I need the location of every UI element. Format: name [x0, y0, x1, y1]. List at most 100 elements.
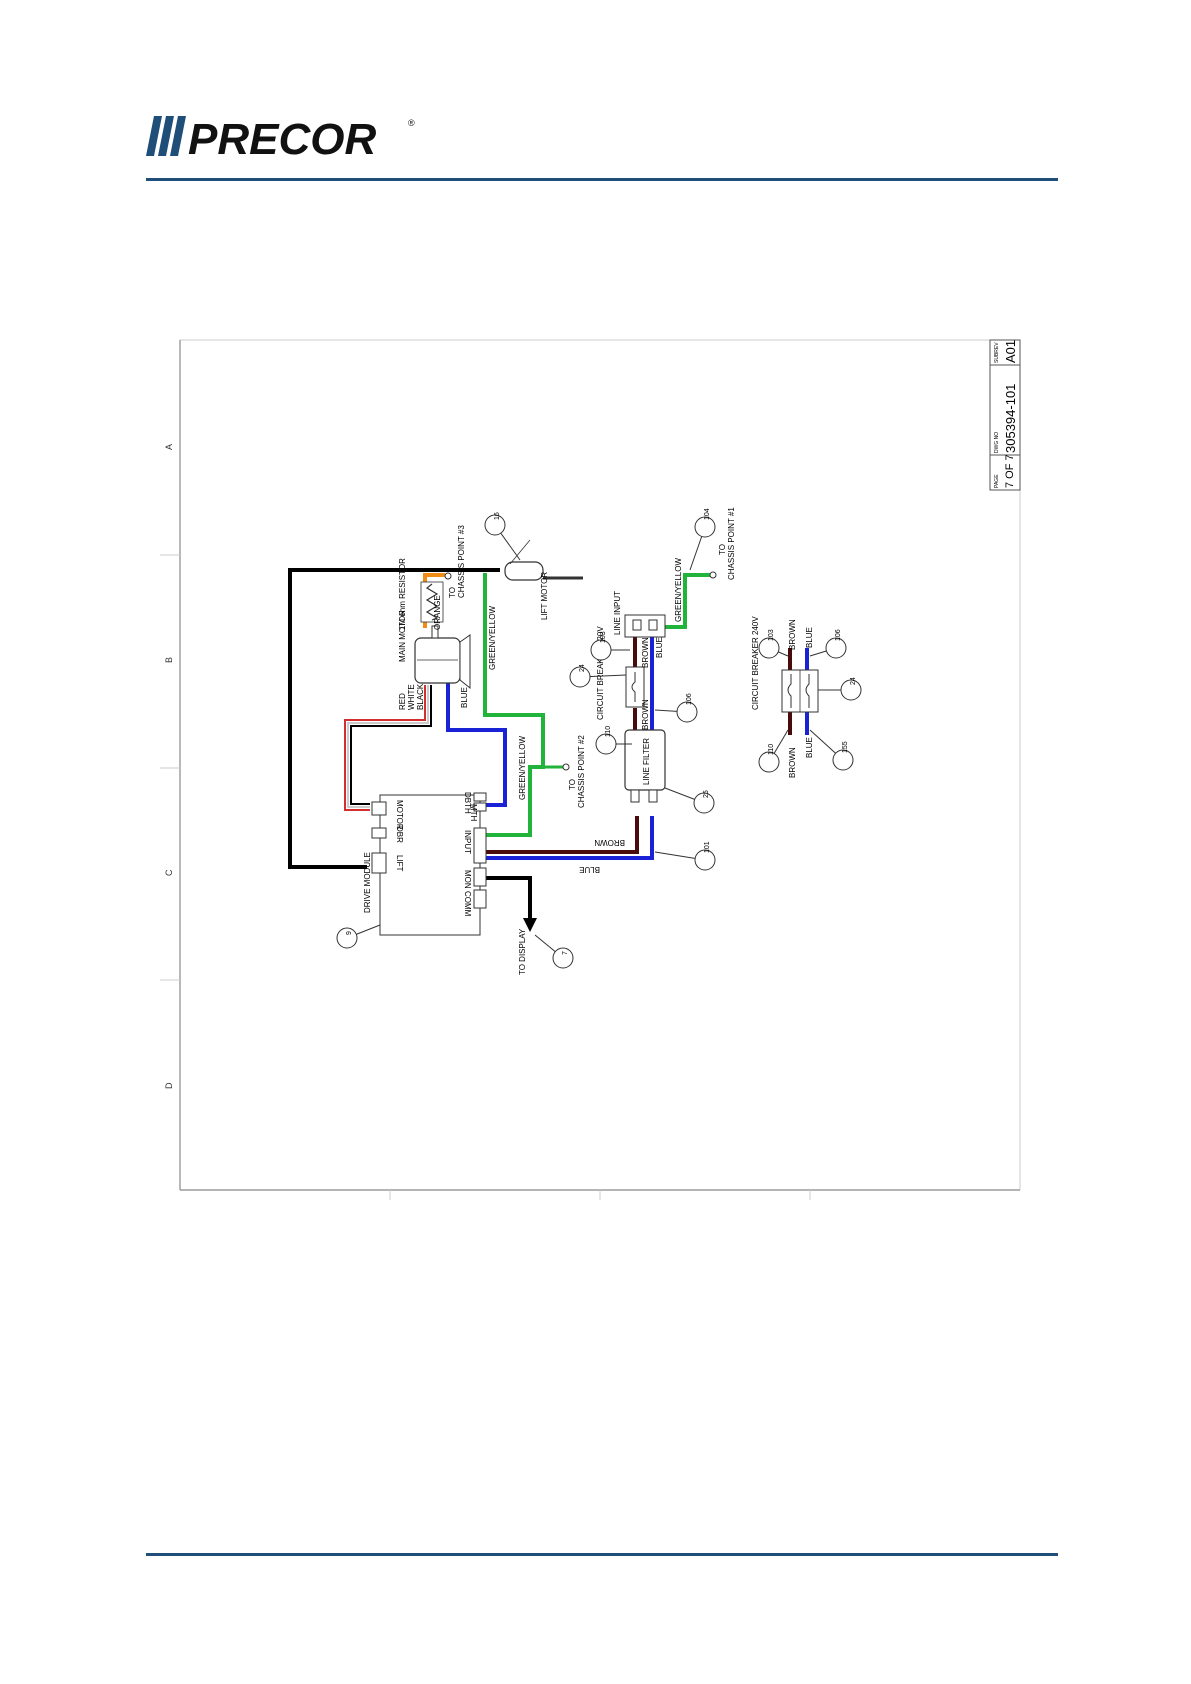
svg-text:7: 7 — [562, 951, 569, 955]
registered-mark: ® — [408, 118, 415, 128]
mth-port-label: MTH — [469, 804, 478, 822]
header-rule — [146, 178, 1058, 181]
zone-row-a: A — [164, 444, 174, 450]
callout-103-a: 103 — [590, 631, 630, 661]
blue-input-label: BLUE — [579, 865, 600, 874]
line-input-label: LINE INPUT — [613, 591, 622, 635]
svg-text:103: 103 — [768, 629, 775, 641]
brown-label-1: BROWN — [641, 637, 650, 668]
cb240-blue-top-label: BLUE — [805, 627, 814, 648]
logo-stripes — [146, 116, 186, 156]
svg-text:155: 155 — [842, 741, 849, 753]
zone-labels: A B C D 4 3 2 1 — [164, 444, 174, 1089]
callout-9: 9 — [336, 924, 381, 949]
rev-value: A01 — [1003, 340, 1018, 363]
chassis-2-to: TO — [568, 779, 577, 790]
callout-25: 25 — [664, 787, 715, 814]
cb240-label: CIRCUIT BREAKER 240V — [751, 616, 760, 710]
comm-black-wire — [482, 876, 532, 925]
mon-port-label: MON — [463, 870, 472, 889]
chassis-3-label: CHASSIS POINT #3 — [457, 525, 466, 598]
circuit-breaker-120v: CIRCUIT BREAKER 120V — [596, 626, 645, 720]
chassis-2-label: CHASSIS POINT #2 — [577, 735, 586, 808]
wire-labels: RED WHITE BLACK BLUE GREEN/YELLOW GREEN/… — [398, 558, 814, 874]
callout-103-b: 103 — [758, 629, 789, 659]
cb240-blue-bottom-label: BLUE — [805, 737, 814, 758]
cb240-brown-bottom-label: BROWN — [788, 747, 797, 778]
chassis-labels: TO CHASSIS POINT #3 TO CHASSIS POINT #2 … — [448, 507, 736, 808]
dwg-label: DWG NO — [994, 432, 1000, 453]
cb240-brown-top-label: BROWN — [788, 619, 797, 650]
blue-line-label: BLUE — [655, 637, 664, 658]
mth-port — [473, 802, 487, 812]
motor-black-wire — [350, 685, 432, 805]
chassis-1-label: CHASSIS POINT #1 — [727, 507, 736, 580]
title-block: PAGE 7 OF 7 DWG NO 305394-101 SUBREV A01 — [989, 339, 1021, 491]
svg-text:24: 24 — [579, 664, 586, 672]
line-input-ground-wire — [652, 573, 710, 629]
callout-104: 104 — [689, 508, 716, 571]
lift-motor: LIFT MOTOR — [504, 539, 583, 620]
svg-text:25: 25 — [703, 790, 710, 798]
rev-label: SUBREV — [994, 342, 1000, 363]
svg-text:110: 110 — [605, 726, 612, 737]
page-value: 7 OF 7 — [1004, 454, 1016, 488]
line-filter: LINE FILTER — [624, 729, 666, 803]
brown-label-2: BROWN — [641, 699, 650, 730]
zone-row-b: B — [164, 657, 174, 663]
lift-port-label: LIFT — [395, 855, 404, 872]
comm-port — [473, 889, 487, 909]
resistor: 1M ohm RESISTOR ORANGE — [398, 558, 444, 630]
chassis-ground-symbols — [444, 571, 717, 771]
logo-wordmark: PRECOR — [188, 115, 376, 162]
chassis-3-to: TO — [448, 587, 457, 598]
callout-24-b: 24 — [818, 677, 862, 701]
svg-text:9: 9 — [346, 931, 353, 935]
callout-24-a: 24 — [569, 664, 627, 688]
chassis-2-terminal — [562, 763, 570, 771]
lift-port — [371, 852, 387, 874]
callout-155: 155 — [809, 729, 854, 771]
dbth-port-label: DBTH — [463, 792, 472, 814]
callout-7: 7 — [534, 934, 574, 969]
drive-module-label: DRIVE MODULE — [363, 852, 372, 913]
motor-red-wire — [344, 685, 426, 811]
svg-text:104: 104 — [704, 508, 711, 520]
svg-text:101: 101 — [704, 841, 711, 853]
to-display-label: TO DISPLAY — [518, 928, 527, 975]
wiring-diagram-sheet: A B C D 4 3 2 1 PAGE 7 OF 7 DWG NO 30539… — [160, 339, 1021, 1200]
dbr-port-label: DBR — [395, 826, 404, 843]
callout-110-b: 110 — [758, 729, 789, 773]
dbr-port — [371, 827, 387, 839]
svg-text:103: 103 — [600, 631, 607, 643]
zone-row-c: C — [164, 869, 174, 876]
blue-input-wire — [482, 816, 654, 860]
motor-port-label: MOTOR — [395, 800, 404, 830]
green-yellow-label-3: GREEN/YELLOW — [674, 558, 683, 622]
callout-16: 16 — [484, 512, 521, 561]
svg-text:24: 24 — [850, 677, 857, 685]
chassis-1-to: TO — [718, 544, 727, 555]
blue-motor-label: BLUE — [460, 687, 469, 708]
page-label: PAGE — [994, 474, 1000, 488]
drive-module: MOTOR DBR LIFT DBTH MTH INPUT MON COMM D… — [363, 792, 487, 936]
motor-port — [371, 801, 387, 816]
callout-101: 101 — [654, 841, 716, 871]
mon-port — [473, 867, 487, 887]
precor-logo: PRECOR ® — [146, 115, 415, 162]
lift-motor-label: LIFT MOTOR — [540, 572, 549, 620]
callout-106-a: 106 — [654, 693, 698, 723]
callout-110-a: 110 — [595, 726, 632, 755]
footer-rule — [146, 1553, 1058, 1556]
main-motor-label: MAIN MOTOR — [398, 610, 407, 662]
black-label: BLACK — [416, 683, 425, 710]
chassis-1-terminal — [709, 571, 717, 579]
callout-106-b: 106 — [809, 629, 847, 659]
brown-input-label: BROWN — [594, 838, 625, 847]
svg-text:16: 16 — [494, 512, 501, 520]
input-port — [473, 827, 487, 864]
orange-wire-label: ORANGE — [433, 595, 442, 630]
zone-row-d: D — [164, 1082, 174, 1089]
line-input: LINE INPUT — [613, 591, 666, 638]
red-label: RED — [398, 693, 407, 710]
